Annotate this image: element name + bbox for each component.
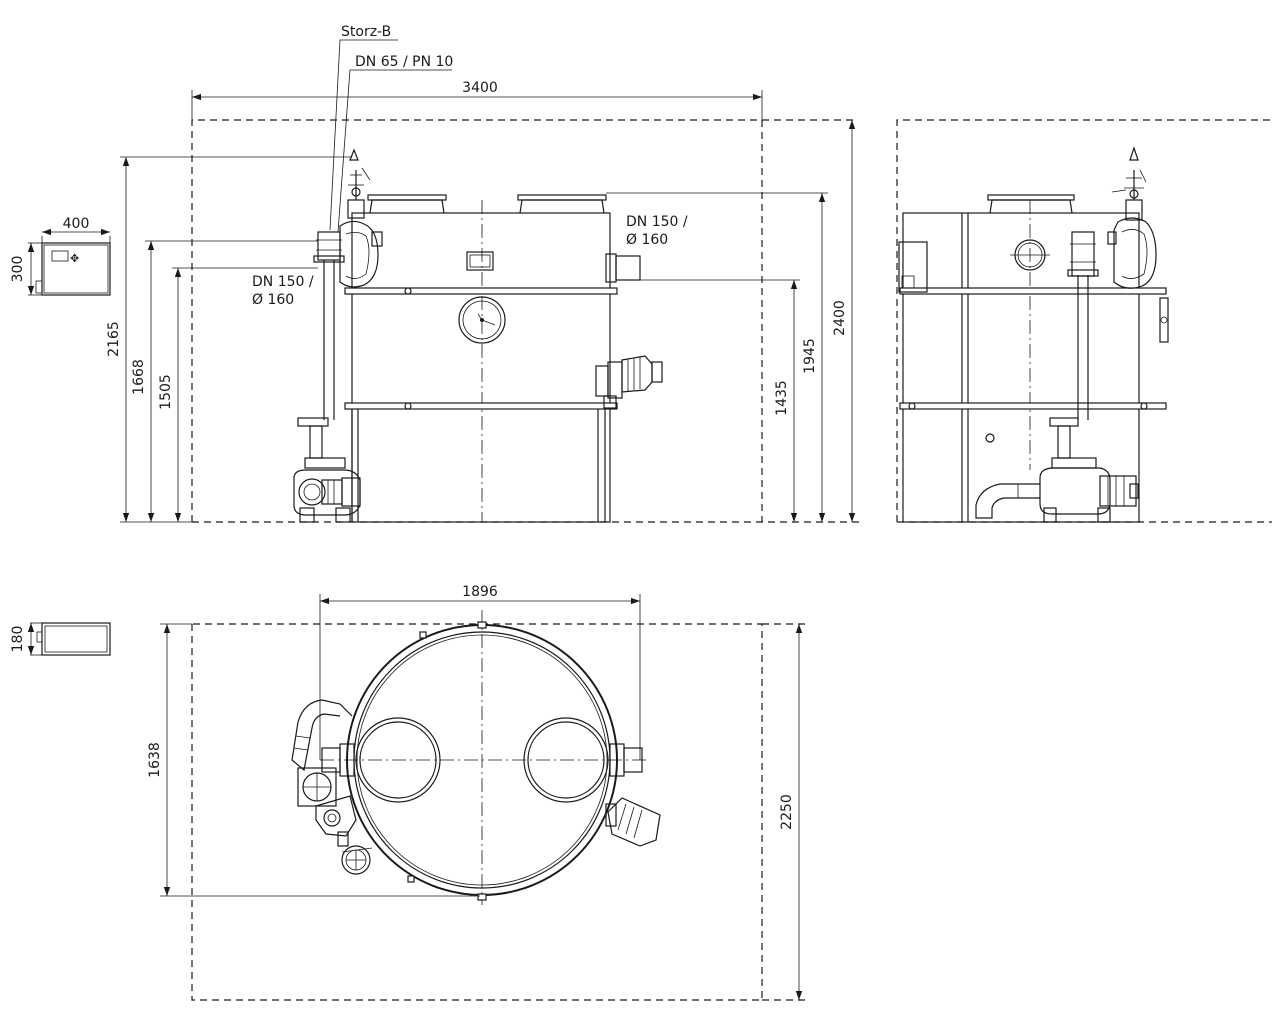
label-dn150-left-2: Ø 160 [252, 292, 294, 308]
control-box-front-view: ✥ 400 300 [10, 216, 111, 296]
dim-room-depth-2250: 2250 [779, 794, 795, 830]
label-dn150-right-2: Ø 160 [626, 232, 668, 248]
dim-width-3400: 3400 [462, 80, 498, 96]
dim-diameter-1896: 1896 [462, 584, 498, 600]
dim-height-1668: 1668 [131, 359, 147, 395]
label-dn150-right-1: DN 150 / [626, 214, 688, 230]
dim-control-height: 300 [10, 256, 26, 283]
dim-height-1945: 1945 [802, 338, 818, 374]
side-view [896, 119, 1272, 523]
dim-control-depth: 180 [10, 626, 26, 653]
plan-view: 1896 1638 2250 [147, 584, 806, 1001]
dim-height-1505: 1505 [158, 374, 174, 410]
label-dn150-left-1: DN 150 / [252, 274, 314, 290]
dim-control-width: 400 [63, 216, 90, 232]
dim-height-2165: 2165 [106, 321, 122, 357]
dim-height-1435: 1435 [774, 380, 790, 416]
label-storz-b: Storz-B [341, 24, 391, 40]
label-dn65-pn10: DN 65 / PN 10 [355, 54, 453, 70]
dim-height-2400: 2400 [832, 300, 848, 336]
front-view: Storz-B DN 65 / PN 10 DN 150 / Ø 160 DN … [106, 24, 862, 523]
svg-text:✥: ✥ [70, 252, 79, 265]
dim-depth-1638: 1638 [147, 742, 163, 778]
control-box-top-view: 180 [10, 622, 111, 656]
